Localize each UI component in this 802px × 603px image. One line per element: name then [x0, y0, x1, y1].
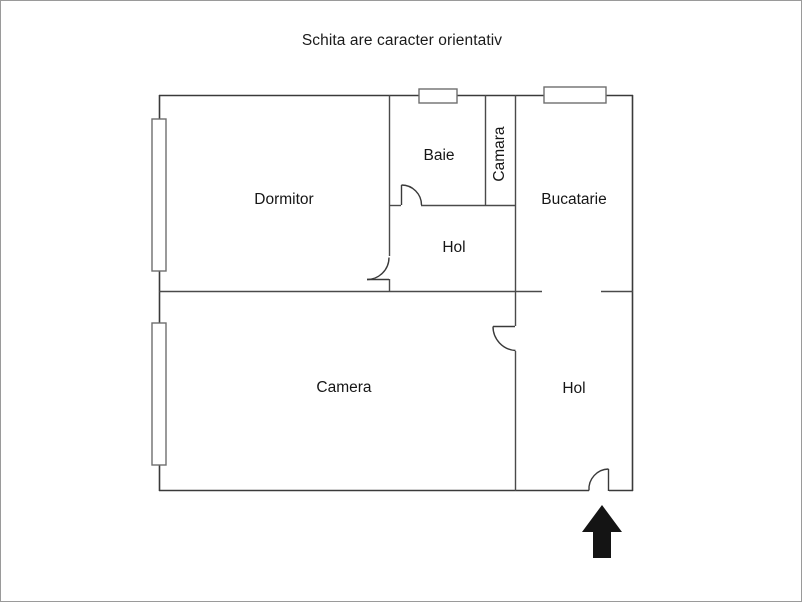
page-title: Schita are caracter orientativ [301, 32, 503, 49]
entrance-arrow-shape [582, 505, 622, 558]
room-label-camera: Camera [316, 379, 372, 396]
doors [366, 184, 610, 491]
room-label-baie: Baie [423, 147, 454, 164]
door-intrare-arc [588, 468, 609, 491]
windows [151, 86, 607, 466]
outer-walls [158, 94, 634, 492]
room-label-camara: Camara [491, 126, 508, 182]
door-intrare [588, 468, 610, 491]
door-baie-arc [401, 184, 423, 206]
window-dormitor-west [151, 118, 167, 272]
entrance-arrow [582, 505, 622, 558]
door-camera [492, 325, 516, 352]
room-label-bucatarie: Bucatarie [541, 191, 606, 208]
door-camera-arc [492, 326, 516, 352]
room-label-hol-sus: Hol [442, 239, 465, 256]
interior-walls [159, 95, 633, 491]
room-label-hol-jos: Hol [562, 380, 585, 397]
room-label-dormitor: Dormitor [254, 191, 313, 208]
room-labels: Dormitor Baie Camara Bucatarie Hol Camer… [254, 126, 606, 397]
window-bucatarie-north [543, 86, 607, 104]
door-dormitor [366, 257, 390, 281]
window-camera-west [151, 322, 167, 466]
door-baie [400, 184, 423, 206]
door-dormitor-arc [366, 257, 390, 281]
window-baie-north [418, 88, 458, 104]
